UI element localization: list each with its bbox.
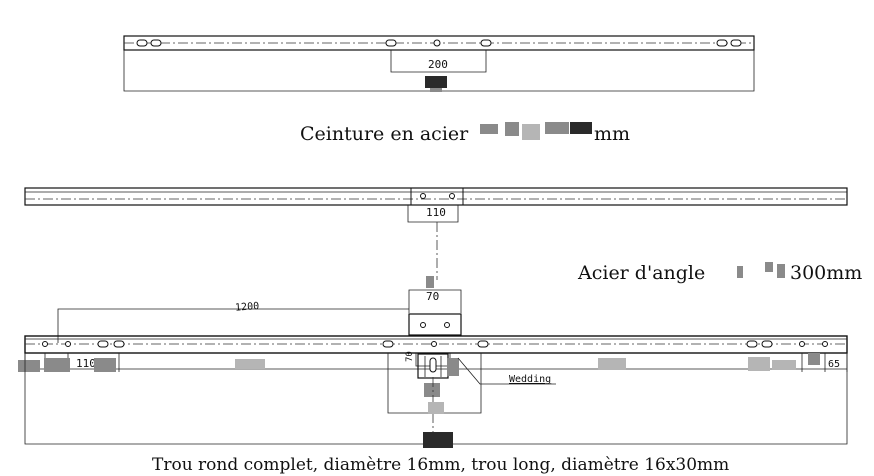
span-label: 1200: [235, 301, 260, 314]
angle-spacing-dim: [407, 205, 459, 223]
plate-width-label: 70: [426, 290, 439, 303]
bar-slot: [761, 340, 773, 348]
angle-hole: [420, 193, 426, 199]
angle-spacing-label: 110: [426, 206, 446, 219]
holes-caption: Trou rond complet, diamètre 16mm, trou l…: [152, 455, 729, 475]
redacted-block: [94, 358, 116, 372]
bar-slot: [97, 340, 109, 348]
redacted-block: [423, 432, 453, 448]
belt-slot: [150, 39, 162, 47]
welding-label: Wedding: [509, 374, 551, 385]
plate-hole: [444, 322, 450, 328]
belt-slot: [480, 39, 492, 47]
belt-center-dim: [390, 50, 487, 73]
redacted-block: [598, 358, 626, 370]
belt-center-dim-label: 200: [428, 58, 448, 71]
redacted-block: [44, 358, 70, 372]
belt-caption-suffix: mm: [594, 123, 630, 145]
bar-slot: [477, 340, 489, 348]
belt-round-hole: [433, 39, 441, 47]
span-dim: [57, 308, 409, 343]
angle-caption-suffix: 300mm: [790, 262, 862, 284]
angle-plate: [410, 187, 464, 206]
steel-belt-drawing: 200 Ceinture en acier mm: [123, 35, 755, 145]
angle-caption: Acier d'angle: [577, 262, 705, 284]
redacted-block: [447, 358, 459, 376]
bar-round-hole: [431, 341, 437, 347]
angle-steel-bar: [24, 187, 848, 206]
redacted-block: [570, 122, 592, 134]
redacted-block: [522, 124, 540, 140]
redacted-block: [545, 122, 569, 134]
redacted-block: [18, 360, 40, 372]
redacted-block: [772, 360, 796, 370]
redacted-block: [424, 383, 440, 397]
belt-caption: Ceinture en acier: [300, 123, 469, 145]
assembly-drawing: 70 1200 65 110 65: [18, 289, 848, 475]
plate-dim: [408, 289, 462, 313]
right-edge-label: 65: [828, 359, 840, 370]
redacted-block: [480, 124, 498, 134]
redacted-block: [426, 276, 434, 288]
redacted-block: [765, 262, 773, 272]
vertical-dim-label: 70: [405, 351, 415, 362]
assembly-bar: [24, 335, 848, 354]
redacted-block: [430, 88, 442, 92]
bar-slot: [113, 340, 125, 348]
angle-hole: [449, 193, 455, 199]
bar-round-hole: [822, 341, 828, 347]
redacted-block: [425, 76, 447, 88]
redacted-block: [748, 357, 770, 371]
left-gap-label: 110: [76, 357, 96, 370]
bar-round-hole: [65, 341, 71, 347]
belt-slot: [136, 39, 148, 47]
mounting-plate: [408, 313, 462, 336]
redacted-block: [235, 359, 265, 369]
belt-slot: [730, 39, 742, 47]
redacted-block: [428, 402, 444, 414]
redacted-block: [808, 353, 820, 365]
redacted-block: [505, 122, 519, 136]
bar-round-hole: [799, 341, 805, 347]
joint-slot: [429, 357, 437, 373]
redacted-block: [777, 264, 785, 278]
redacted-block: [737, 266, 743, 278]
bar-slot: [382, 340, 394, 348]
belt-slot: [385, 39, 397, 47]
bar-round-hole: [42, 341, 48, 347]
angle-steel-drawing: 110 Acier d'angle 300mm: [24, 187, 862, 288]
belt-slot: [716, 39, 728, 47]
bar-slot: [746, 340, 758, 348]
plate-hole: [420, 322, 426, 328]
welding-leader: [457, 357, 556, 385]
